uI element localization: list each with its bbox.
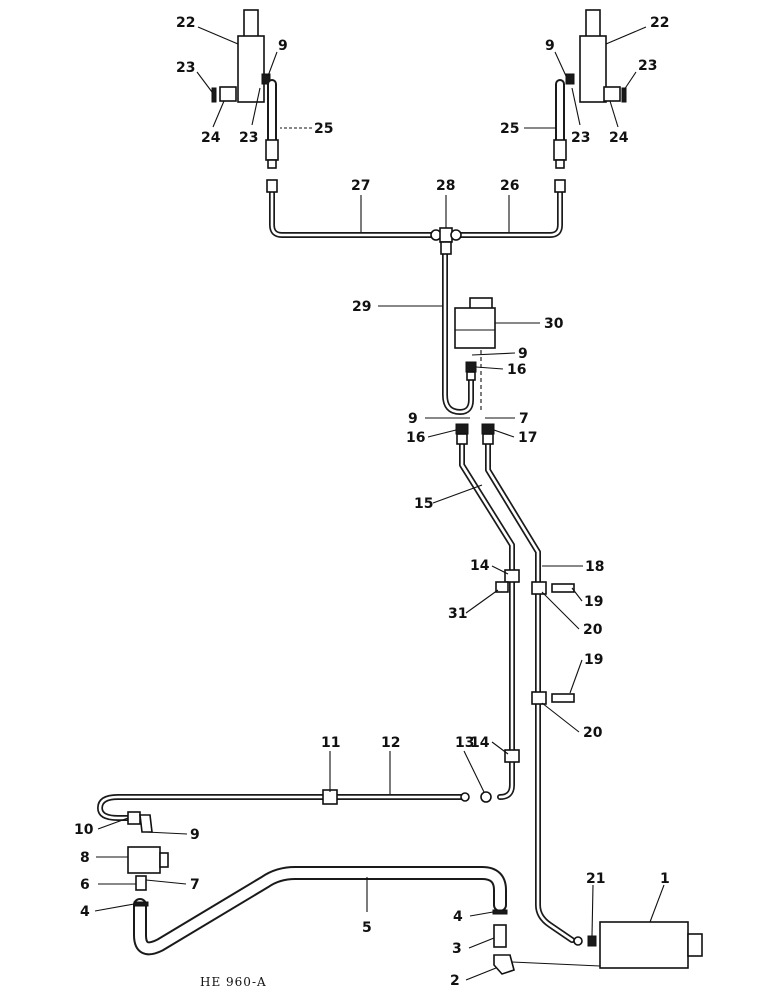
right-pin xyxy=(621,87,627,103)
fitting-16 xyxy=(455,423,469,435)
callout-11: 11 xyxy=(321,735,340,751)
right-cylinder xyxy=(579,9,607,103)
callout-25-right: 25 xyxy=(500,121,519,137)
callout-4-left: 4 xyxy=(80,904,90,920)
callout-27: 27 xyxy=(351,178,370,194)
connector-21 xyxy=(573,936,583,946)
valve-fitting xyxy=(465,361,477,373)
callout-9-valve: 9 xyxy=(518,346,528,362)
clip-lower xyxy=(531,691,547,705)
callout-26: 26 xyxy=(500,178,519,194)
left-pin xyxy=(211,87,217,103)
fitting-21 xyxy=(587,935,597,947)
right-block xyxy=(603,86,621,102)
callout-10: 10 xyxy=(74,822,94,838)
clamp-upper xyxy=(504,569,520,583)
callout-9-top-right: 9 xyxy=(545,38,555,54)
callout-22-left: 22 xyxy=(176,15,195,31)
callout-6: 6 xyxy=(80,877,90,893)
callout-25-left: 25 xyxy=(314,121,333,137)
connector-a xyxy=(460,792,470,802)
callout-23-right-outer: 23 xyxy=(638,58,657,74)
left-block xyxy=(219,86,237,102)
reservoir xyxy=(599,921,703,969)
callout-30: 30 xyxy=(544,316,564,332)
callout-7-mid: 7 xyxy=(519,411,529,427)
callout-23-right-inner: 23 xyxy=(571,130,590,146)
callout-7-pump: 7 xyxy=(190,877,200,893)
left-fitting xyxy=(261,73,271,85)
callout-12: 12 xyxy=(381,735,400,751)
hose-clamp-right xyxy=(492,909,508,915)
callout-28: 28 xyxy=(436,178,455,194)
components xyxy=(127,9,703,975)
callout-9-mid: 9 xyxy=(408,411,418,427)
callout-19-lower: 19 xyxy=(584,652,603,668)
callout-8: 8 xyxy=(80,850,90,866)
callout-23-left-outer: 23 xyxy=(176,60,195,76)
callout-16-mid: 16 xyxy=(406,430,425,446)
fitting-16-adapter xyxy=(456,433,468,445)
callout-5: 5 xyxy=(362,920,372,936)
elbow-fitting xyxy=(127,811,153,833)
callout-21: 21 xyxy=(586,871,605,887)
right-hose xyxy=(553,79,567,193)
piping xyxy=(97,187,601,967)
pump xyxy=(127,846,169,874)
right-fitting xyxy=(565,73,575,85)
callout-24-left: 24 xyxy=(201,130,221,146)
left-hose xyxy=(265,79,279,193)
callout-15: 15 xyxy=(414,496,433,512)
callout-22-right: 22 xyxy=(650,15,669,31)
bracket-upper xyxy=(551,583,575,593)
callout-14-lower: 14 xyxy=(470,735,490,751)
callout-2: 2 xyxy=(450,973,460,989)
callout-17: 17 xyxy=(518,430,537,446)
elbow-connector xyxy=(493,954,515,975)
figure-code: HE 960-A xyxy=(200,975,267,989)
fitting-17-adapter xyxy=(482,433,494,445)
callout-4-right: 4 xyxy=(453,909,463,925)
valve-adapter xyxy=(466,371,476,381)
callout-23-left-inner: 23 xyxy=(239,130,258,146)
callout-20-lower: 20 xyxy=(583,725,603,741)
callout-14-upper: 14 xyxy=(470,558,490,574)
callout-24-right: 24 xyxy=(609,130,629,146)
leader-lines xyxy=(94,26,665,981)
bracket-lower xyxy=(551,693,575,703)
hose-clamp-left xyxy=(133,901,149,907)
adapter-tube xyxy=(493,924,507,948)
callout-9-pump: 9 xyxy=(190,827,200,843)
valve-block xyxy=(454,297,496,412)
callouts: 22 22 9 9 23 23 24 23 25 25 23 24 27 28 … xyxy=(74,15,670,989)
clip-upper xyxy=(531,581,547,595)
bracket xyxy=(495,581,509,593)
pump-fitting xyxy=(135,875,147,891)
clamp-lower xyxy=(504,749,520,763)
callout-13: 13 xyxy=(455,735,474,751)
callout-29: 29 xyxy=(352,299,371,315)
fitting-17 xyxy=(481,423,495,435)
callout-20-upper: 20 xyxy=(583,622,603,638)
callout-31: 31 xyxy=(448,606,467,622)
connector-b xyxy=(480,791,492,803)
tee-fitting xyxy=(430,227,462,255)
callout-18: 18 xyxy=(585,559,604,575)
line-clamp xyxy=(322,789,338,805)
callout-3: 3 xyxy=(452,941,462,957)
callout-19-upper: 19 xyxy=(584,594,603,610)
callout-16-valve: 16 xyxy=(507,362,526,378)
callout-9-top-left: 9 xyxy=(278,38,288,54)
callout-1: 1 xyxy=(660,871,670,887)
